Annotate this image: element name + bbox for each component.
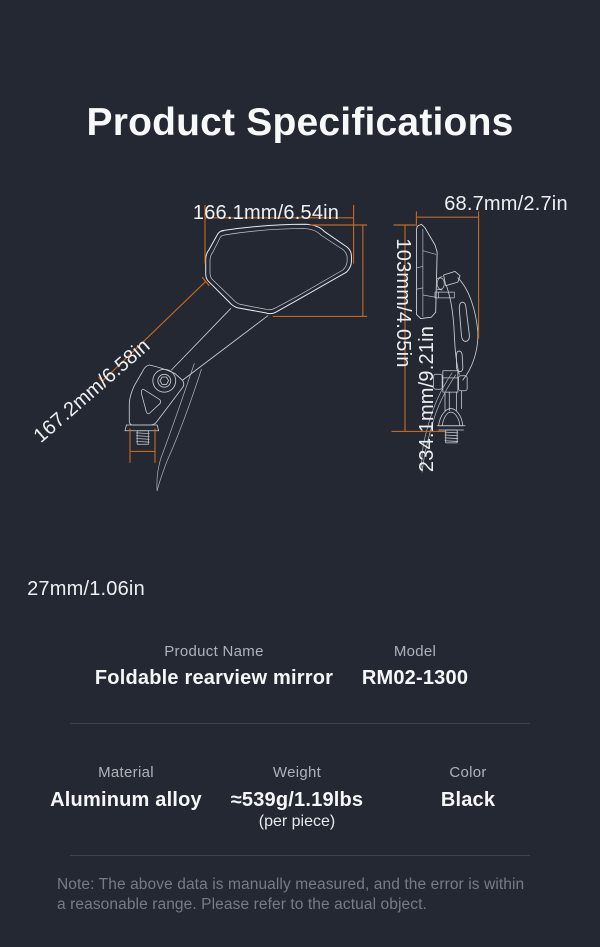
clamp-cutout bbox=[140, 388, 161, 415]
spec-weight: Weight ≈539g/1.19lbs (per piece) bbox=[197, 764, 397, 831]
side-clamp bbox=[433, 370, 468, 412]
divider-bottom bbox=[70, 855, 530, 856]
threaded-bolt bbox=[136, 430, 150, 445]
cable-line bbox=[421, 372, 457, 473]
note-text: Note: The above data is manually measure… bbox=[57, 875, 557, 915]
side-mirror-panel bbox=[416, 223, 438, 319]
front-view-drawing bbox=[124, 223, 352, 492]
note-line-2: a reasonable range. Please refer to the … bbox=[57, 896, 427, 913]
side-arm bbox=[443, 271, 479, 381]
model-label: Model bbox=[393, 643, 437, 660]
divider-top bbox=[70, 723, 530, 724]
lever-tail bbox=[156, 363, 202, 492]
weight-sub-note: (per piece) bbox=[258, 813, 336, 830]
material-label: Material bbox=[98, 764, 154, 781]
material-value: Aluminum alloy bbox=[50, 789, 202, 811]
note-line-1: Note: The above data is manually measure… bbox=[57, 876, 525, 893]
weight-value: ≈539g/1.19lbs bbox=[230, 789, 364, 811]
mirror-arm bbox=[171, 308, 269, 381]
dim-label-mirror-height: 103mm/4.05in bbox=[392, 238, 414, 368]
weight-label: Weight bbox=[272, 764, 322, 781]
dim-label-depth: 68.7mm/2.7in bbox=[444, 193, 568, 215]
dim-label-total-height: 234.1mm/9.21in bbox=[416, 325, 438, 473]
side-mirror-panel-details bbox=[416, 228, 437, 317]
mirror-outline bbox=[205, 223, 352, 315]
spec-model: Model RM02-1300 bbox=[315, 643, 515, 690]
spec-material: Material Aluminum alloy bbox=[26, 764, 226, 812]
side-base-and-bolt bbox=[436, 408, 466, 444]
dim-label-bolt-width: 27mm/1.06in bbox=[27, 578, 145, 600]
spec-color: Color Black bbox=[368, 764, 568, 812]
mirror-inner-outline bbox=[209, 228, 348, 311]
color-value: Black bbox=[440, 789, 496, 811]
hex-bolt-icon bbox=[159, 376, 169, 385]
model-value: RM02-1300 bbox=[361, 667, 469, 689]
dim-label-mirror-width: 166.1mm/6.54in bbox=[192, 202, 340, 224]
page-title: Product Specifications bbox=[86, 101, 514, 144]
clamp-body bbox=[128, 364, 185, 426]
product-name-value: Foldable rearview mirror bbox=[94, 667, 334, 689]
color-label: Color bbox=[449, 764, 487, 781]
technical-drawing bbox=[98, 205, 480, 492]
side-view-drawing bbox=[416, 223, 479, 473]
product-name-label: Product Name bbox=[164, 643, 264, 660]
dimension-lines bbox=[98, 205, 480, 463]
side-knuckle bbox=[434, 276, 455, 299]
spec-product-name: Product Name Foldable rearview mirror bbox=[64, 643, 364, 690]
